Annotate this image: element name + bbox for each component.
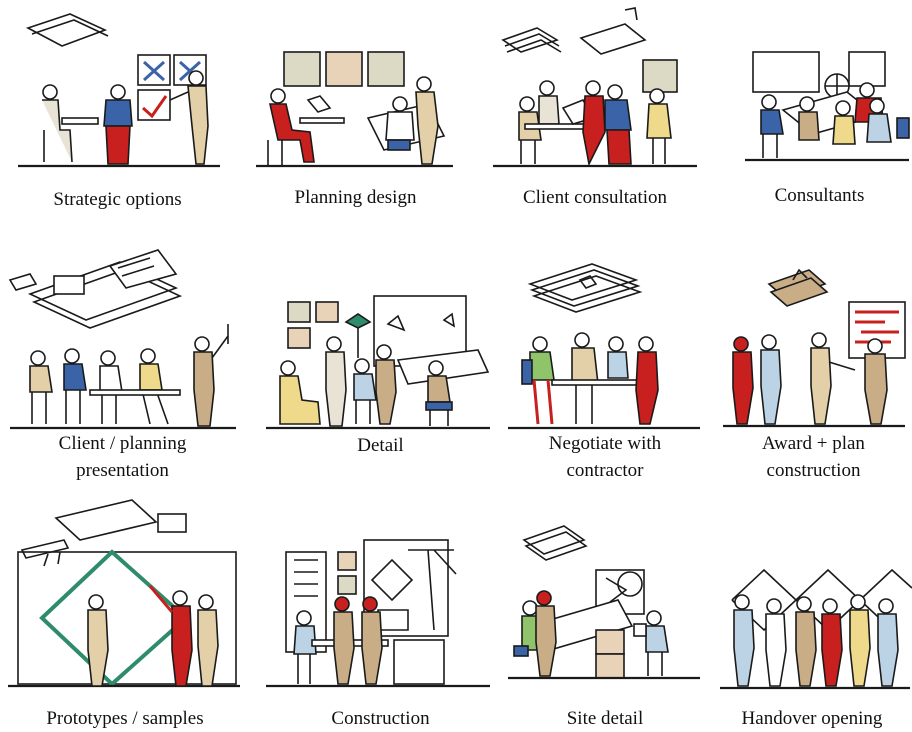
panel-handover-opening: Handover opening bbox=[712, 490, 912, 730]
panel-caption: Client / planning presentation bbox=[0, 430, 245, 484]
panel-strategic-options: Strategic options bbox=[10, 0, 225, 222]
panel-caption: Site detail bbox=[566, 708, 644, 729]
consultants-illustration bbox=[745, 51, 910, 162]
panel-planning-design: Planning design bbox=[248, 0, 463, 222]
panel-client-planning-presentation: Client / planning presentation bbox=[0, 240, 245, 490]
planning-design-illustration bbox=[256, 51, 453, 168]
site-detail-illustration bbox=[508, 525, 700, 680]
panel-caption: Strategic options bbox=[53, 189, 182, 210]
award-plan-construction-illustration bbox=[723, 268, 906, 428]
strategic-options-illustration bbox=[18, 13, 220, 168]
panel-construction: Construction bbox=[258, 490, 503, 730]
panel-negotiate-with-contractor: Negotiate with contractor bbox=[500, 240, 710, 490]
panel-site-detail: Site detail bbox=[500, 490, 710, 730]
negotiate-with-contractor-illustration bbox=[508, 263, 700, 430]
caption-line-1: Client / planning bbox=[58, 433, 187, 454]
panel-caption: Consultants bbox=[774, 185, 865, 206]
panel-caption: Handover opening bbox=[741, 708, 883, 729]
panel-client-consultation: Client consultation bbox=[485, 0, 705, 222]
caption-line-1: Negotiate with bbox=[548, 433, 662, 454]
panel-consultants: Consultants bbox=[727, 0, 912, 222]
panel-caption: Negotiate with contractor bbox=[500, 430, 710, 484]
caption-line-2: construction bbox=[766, 460, 861, 481]
panel-detail: Detail bbox=[258, 240, 503, 490]
caption-line-2: contractor bbox=[566, 460, 644, 481]
panel-caption: Client consultation bbox=[522, 187, 668, 208]
panel-prototypes-samples: Prototypes / samples bbox=[0, 490, 250, 730]
client-consultation-illustration bbox=[493, 7, 697, 168]
panel-award-plan-construction: Award + plan construction bbox=[715, 240, 912, 490]
panel-caption: Planning design bbox=[294, 187, 417, 208]
panel-caption: Prototypes / samples bbox=[46, 708, 204, 729]
panel-caption: Detail bbox=[357, 435, 404, 456]
panel-caption: Construction bbox=[331, 708, 430, 729]
detail-illustration bbox=[266, 295, 490, 430]
construction-illustration bbox=[266, 539, 490, 688]
caption-line-1: Award + plan bbox=[762, 433, 865, 454]
prototypes-samples-illustration bbox=[8, 499, 240, 688]
panel-caption: Award + plan construction bbox=[715, 430, 912, 484]
caption-line-2: presentation bbox=[76, 460, 169, 481]
client-planning-presentation-illustration bbox=[8, 249, 236, 430]
handover-opening-illustration bbox=[720, 568, 912, 690]
